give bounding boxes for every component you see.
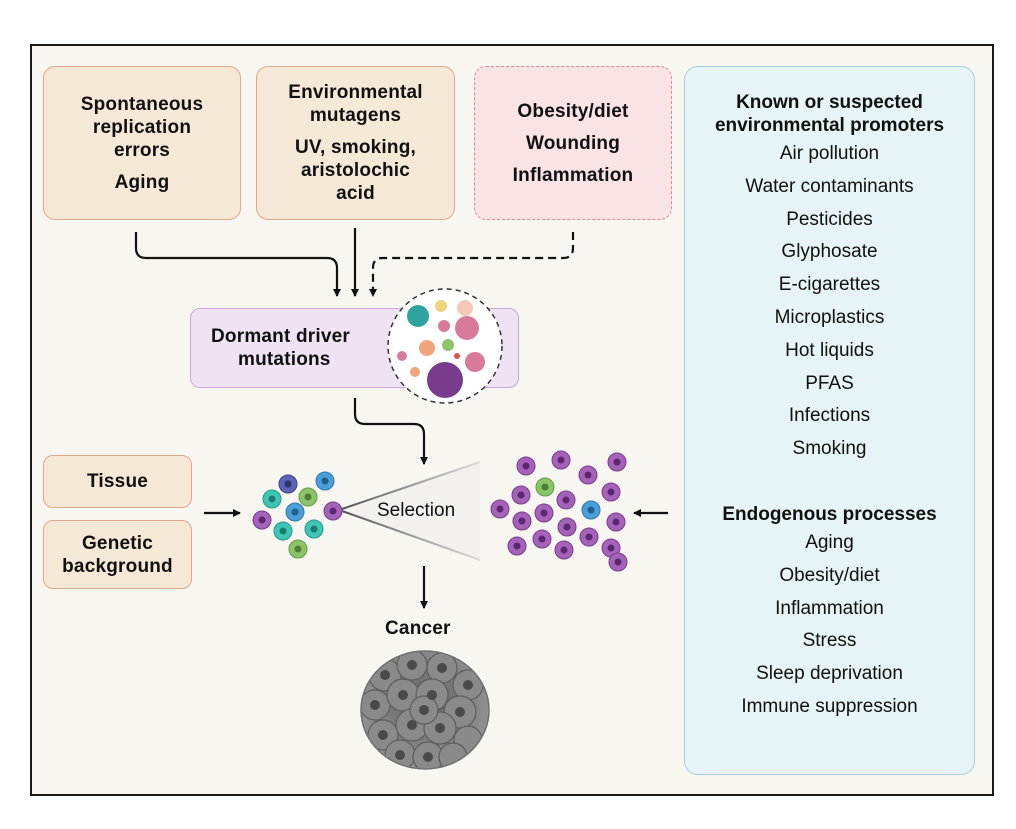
tumor-mass bbox=[360, 650, 490, 770]
environmental-line-1: Environmental bbox=[288, 82, 423, 103]
promoter-item: Pesticides bbox=[786, 208, 873, 230]
cell bbox=[607, 452, 627, 472]
cell bbox=[490, 499, 510, 519]
promoter-item: Glyphosate bbox=[781, 241, 878, 263]
endogenous-item: Immune suppression bbox=[741, 695, 918, 717]
cell bbox=[551, 450, 571, 470]
cell bbox=[532, 529, 552, 549]
cell bbox=[581, 500, 601, 520]
cell bbox=[601, 482, 621, 502]
endogenous-item: Stress bbox=[802, 630, 857, 652]
environmental-line-2: mutagens bbox=[309, 105, 402, 126]
promoter-item: PFAS bbox=[805, 372, 854, 394]
obesity-line-2: Wounding bbox=[525, 132, 621, 154]
arrow-obesity-to-dormant bbox=[369, 232, 575, 297]
endogenous-item: Inflammation bbox=[775, 597, 884, 619]
cell bbox=[534, 503, 554, 523]
genetic-line-1: Genetic bbox=[81, 532, 154, 554]
spontaneous-line-3: errors bbox=[113, 139, 171, 161]
obesity-line-3: Inflammation bbox=[512, 164, 634, 186]
obesity-wounding-box: Obesity/diet Wounding Inflammation bbox=[474, 66, 672, 220]
selection-beam-edge-bottom bbox=[341, 510, 481, 561]
mixed-cell-cluster bbox=[252, 471, 343, 559]
environmental-line-5: acid bbox=[336, 183, 375, 204]
endogenous-item: Aging bbox=[805, 531, 854, 553]
cell bbox=[606, 512, 626, 532]
cell bbox=[512, 511, 532, 531]
promoters-heading-line-1: Known or suspected bbox=[736, 92, 923, 113]
spontaneous-line-4: Aging bbox=[114, 171, 170, 193]
promoter-item: Air pollution bbox=[779, 143, 880, 164]
spontaneous-line-2: replication bbox=[92, 116, 192, 138]
selection-beam-edge-top bbox=[341, 461, 481, 510]
cell bbox=[273, 521, 293, 541]
promoter-item: E-cigarettes bbox=[778, 274, 881, 296]
cell bbox=[278, 474, 298, 494]
promoter-item: Smoking bbox=[792, 438, 867, 460]
promoter-item: Hot liquids bbox=[785, 339, 874, 361]
promoter-item: Microplastics bbox=[774, 306, 885, 328]
cell bbox=[304, 519, 324, 539]
promoter-item: Infections bbox=[788, 405, 871, 427]
environmental-line-3: UV, smoking, bbox=[294, 137, 416, 158]
cancer-label: Cancer bbox=[385, 618, 451, 639]
selection-label: Selection bbox=[377, 500, 456, 521]
cell bbox=[516, 456, 536, 476]
cell bbox=[554, 540, 574, 560]
environmental-line-4: aristolochic bbox=[300, 160, 411, 181]
arrow-dormant-to-selection bbox=[353, 398, 428, 465]
cell bbox=[252, 510, 272, 530]
endogenous-item: Obesity/diet bbox=[779, 564, 880, 586]
spontaneous-errors-box: Spontaneous replication errors Aging bbox=[43, 66, 241, 220]
genetic-background-box: Genetic background bbox=[43, 520, 192, 589]
cell bbox=[535, 477, 555, 497]
dormant-driver-box: Dormant driver mutations bbox=[190, 308, 519, 388]
cell bbox=[262, 489, 282, 509]
cell bbox=[298, 487, 318, 507]
cell bbox=[511, 485, 531, 505]
cell bbox=[608, 552, 628, 572]
cell bbox=[323, 501, 343, 521]
promoter-item: Water contaminants bbox=[745, 175, 914, 197]
selection-beam bbox=[342, 462, 480, 560]
cell bbox=[507, 536, 527, 556]
dormant-line-2: mutations bbox=[238, 349, 331, 370]
tissue-label: Tissue bbox=[86, 471, 149, 492]
cell bbox=[556, 490, 576, 510]
cell bbox=[288, 539, 308, 559]
environmental-mutagens-box: Environmental mutagens UV, smoking, aris… bbox=[256, 66, 455, 220]
cell bbox=[285, 502, 305, 522]
cell bbox=[579, 527, 599, 547]
endogenous-list: Aging Obesity/diet Inflammation Stress S… bbox=[741, 527, 917, 724]
promoters-heading-line-2: environmental promoters bbox=[714, 115, 945, 136]
selected-cell-cluster bbox=[490, 450, 628, 572]
promoters-panel: Known or suspected environmental promote… bbox=[684, 66, 975, 775]
cell bbox=[578, 465, 598, 485]
tissue-box: Tissue bbox=[43, 455, 192, 508]
cell bbox=[557, 517, 577, 537]
genetic-line-2: background bbox=[62, 555, 173, 577]
arrow-spontaneous-to-dormant bbox=[134, 232, 341, 297]
cell bbox=[315, 471, 335, 491]
endogenous-item: Sleep deprivation bbox=[756, 663, 903, 685]
promoters-list: Air pollution Water contaminants Pestici… bbox=[745, 138, 913, 466]
dormant-line-1: Dormant driver bbox=[211, 326, 351, 347]
obesity-line-1: Obesity/diet bbox=[517, 100, 629, 122]
endogenous-heading: Endogenous processes bbox=[722, 503, 937, 525]
spontaneous-line-1: Spontaneous bbox=[80, 93, 204, 115]
